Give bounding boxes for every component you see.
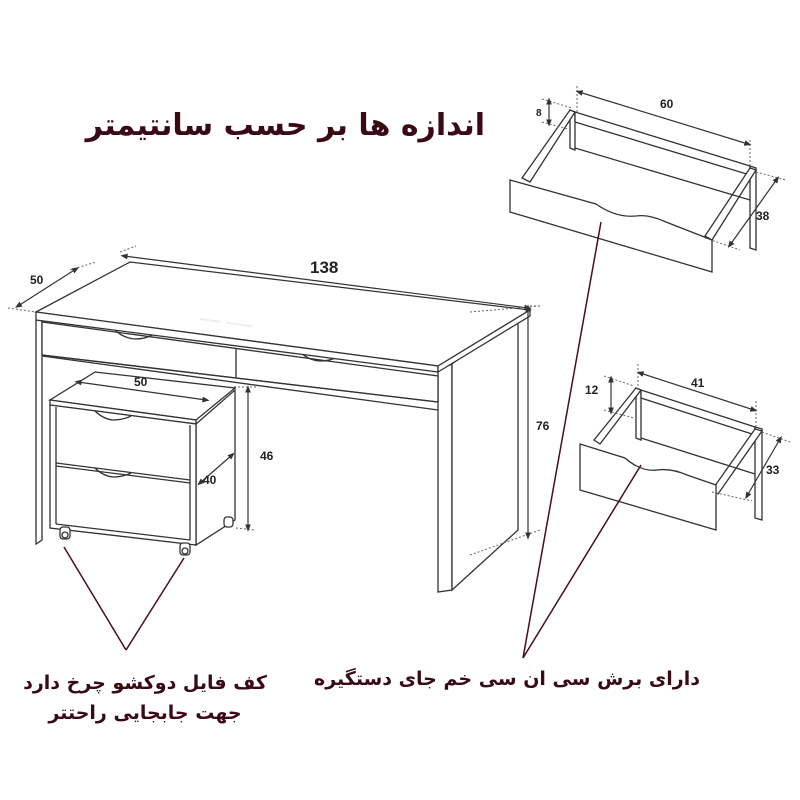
small-drawer-height-label: 12 bbox=[585, 383, 599, 397]
leader-lines bbox=[63, 221, 642, 659]
large-drawer-height-label: 8 bbox=[536, 108, 542, 119]
large-drawer-depth-label: 38 bbox=[756, 209, 770, 223]
wheels-note-line2: جهت جابجایی راحتتر bbox=[48, 702, 242, 724]
handle-note: دارای برش سی ان سی خم جای دستگیره bbox=[313, 668, 700, 690]
small-drawer-drawing bbox=[579, 387, 764, 531]
wheels-note-line1: کف فایل دوکشو چرخ دارد bbox=[23, 672, 267, 694]
large-drawer-width-label: 60 bbox=[660, 97, 674, 111]
cabinet-width-label: 50 bbox=[134, 375, 148, 389]
large-drawer-drawing bbox=[509, 109, 757, 273]
small-drawer-width-label: 41 bbox=[691, 376, 705, 390]
desk-depth-label: 50 bbox=[30, 273, 44, 287]
small-drawer-dimensions: 41 12 33 bbox=[585, 364, 791, 502]
wheel-icon bbox=[59, 516, 234, 556]
cabinet-depth-label: 40 bbox=[203, 473, 217, 487]
page-title: اندازه ها بر حسب سانتیمتر bbox=[85, 108, 485, 143]
large-drawer-dimensions: 60 8 38 bbox=[536, 86, 787, 251]
small-drawer-depth-label: 33 bbox=[766, 463, 780, 477]
wheels-note: کف فایل دوکشو چرخ دارد جهت جابجایی راحتت… bbox=[20, 668, 270, 728]
file-cabinet-dimensions: 50 40 46 bbox=[74, 375, 274, 532]
desk-dimensions: 138 50 76 bbox=[7, 245, 550, 556]
desk-height-label: 76 bbox=[536, 419, 550, 433]
desk-width-label: 138 bbox=[310, 258, 338, 277]
file-cabinet-drawing bbox=[48, 371, 237, 556]
cabinet-height-label: 46 bbox=[260, 449, 274, 463]
